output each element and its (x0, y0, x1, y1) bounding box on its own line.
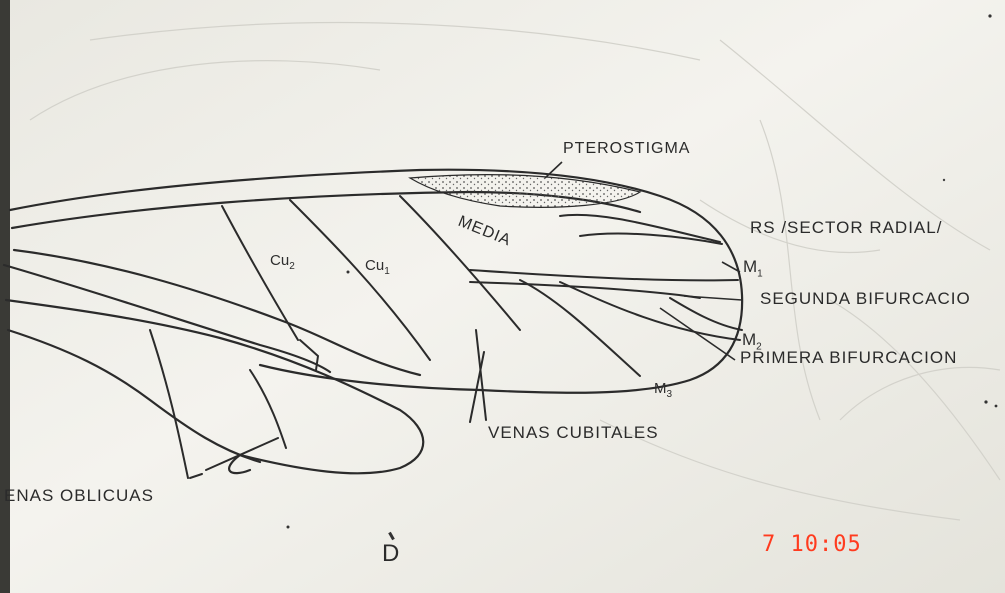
cu1-text: Cu (365, 257, 384, 274)
label-venas-oblicuas: ENAS OBLICUAS (4, 486, 154, 506)
label-m3: M3 (654, 380, 672, 400)
figure-letter: D (382, 540, 400, 568)
cu2-text: Cu (270, 252, 289, 269)
label-venas-cubitales: VENAS CUBITALES (488, 423, 659, 443)
m3-subscript: 3 (667, 389, 673, 400)
label-rs-sector-radial: RS /SECTOR RADIAL/ (750, 218, 942, 238)
label-pterostigma: PTEROSTIGMA (563, 140, 690, 158)
label-primera-bifurcacion: PRIMERA BIFURCACION (740, 348, 957, 368)
m1-subscript: 1 (757, 268, 763, 279)
m1-text: M (743, 257, 757, 276)
speck (988, 14, 991, 17)
speck (347, 271, 350, 274)
label-cu1: Cu1 (365, 257, 390, 277)
speck (984, 400, 987, 403)
speck (995, 405, 998, 408)
cu1-subscript: 1 (384, 266, 390, 277)
speck (943, 179, 945, 181)
speck (287, 526, 290, 529)
m3-text: M (654, 380, 667, 397)
label-m1: M1 (743, 257, 763, 279)
label-cu2: Cu2 (270, 252, 295, 272)
cu2-subscript: 2 (289, 261, 295, 272)
camera-timestamp: 7 10:05 (762, 532, 862, 557)
m2-text: M (742, 330, 756, 349)
label-segunda-bifurcacion: SEGUNDA BIFURCACIO (760, 289, 971, 309)
